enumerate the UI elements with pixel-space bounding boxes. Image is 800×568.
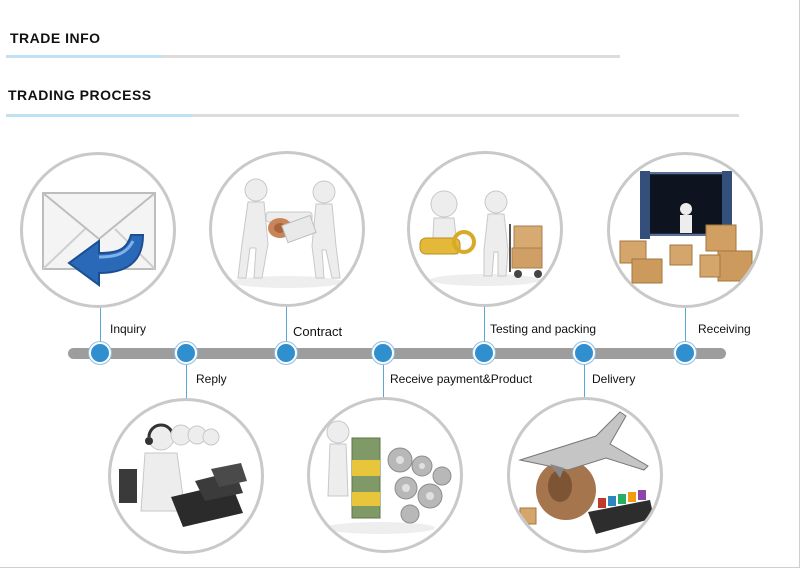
trade-info-rule-accent bbox=[6, 55, 162, 58]
payment-product-image bbox=[307, 397, 463, 553]
node-delivery bbox=[573, 342, 595, 364]
money-gears-icon bbox=[310, 400, 460, 550]
trading-process-rule-accent bbox=[6, 114, 192, 117]
node-reply bbox=[175, 342, 197, 364]
inquiry-image bbox=[20, 152, 176, 308]
inspection-packing-icon bbox=[410, 154, 560, 304]
node-receiving bbox=[674, 342, 696, 364]
contract-image bbox=[209, 151, 365, 307]
node-testing bbox=[473, 342, 495, 364]
handshake-contract-icon bbox=[212, 154, 362, 304]
node-contract bbox=[275, 342, 297, 364]
step-label-reply: Reply bbox=[196, 372, 227, 386]
delivery-image bbox=[507, 397, 663, 553]
node-payment bbox=[372, 342, 394, 364]
step-label-receiving: Receiving bbox=[698, 322, 751, 336]
customer-service-agents-icon bbox=[111, 401, 261, 551]
receiving-image bbox=[607, 152, 763, 308]
testing-packing-image bbox=[407, 151, 563, 307]
reply-image bbox=[108, 398, 264, 554]
node-inquiry bbox=[89, 342, 111, 364]
timeline-bar bbox=[68, 348, 726, 359]
step-label-testing: Testing and packing bbox=[490, 322, 596, 336]
envelope-reply-icon bbox=[23, 155, 173, 305]
trading-process-heading: TRADING PROCESS bbox=[8, 87, 152, 103]
container-boxes-icon bbox=[610, 155, 760, 305]
step-label-delivery: Delivery bbox=[592, 372, 635, 386]
step-label-contract: Contract bbox=[293, 324, 342, 339]
step-label-payment: Receive payment&Product bbox=[390, 372, 532, 386]
step-label-inquiry: Inquiry bbox=[110, 322, 146, 336]
trade-info-heading: TRADE INFO bbox=[10, 30, 101, 46]
plane-globe-ship-icon bbox=[510, 400, 660, 550]
